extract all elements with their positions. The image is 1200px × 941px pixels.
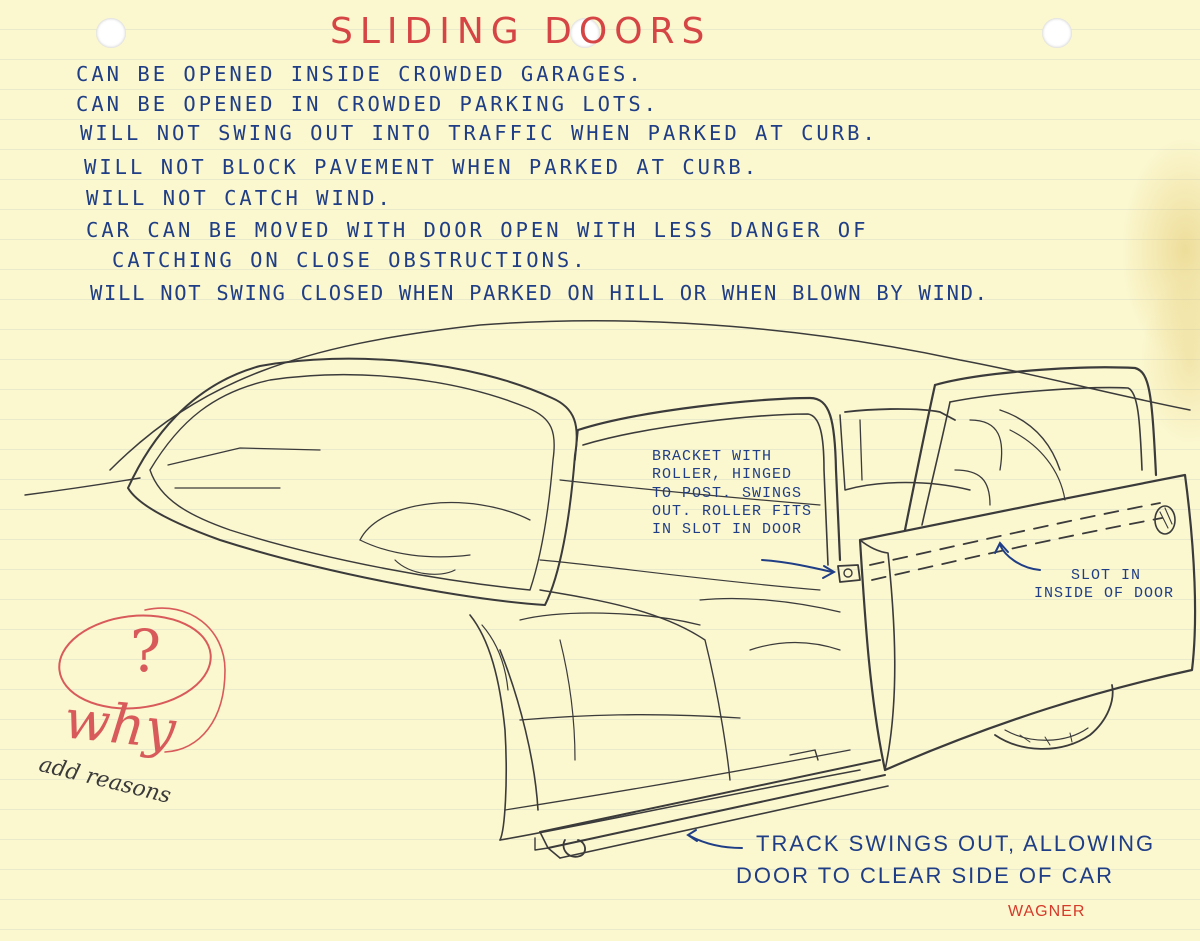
why-note: why — [61, 687, 179, 762]
annotation-line: ROLLER, HINGED — [652, 466, 793, 484]
annotation-line: TO POST. SWINGS — [652, 484, 803, 502]
advantage-line: WILL NOT CATCH WIND. — [86, 186, 393, 210]
advantage-line: CATCHING ON CLOSE OBSTRUCTIONS. — [112, 248, 588, 272]
annotation-line: DOOR TO CLEAR SIDE OF CAR — [736, 862, 1115, 888]
advantage-line: WILL NOT SWING OUT INTO TRAFFIC WHEN PAR… — [80, 121, 878, 145]
bracket-annotation: BRACKET WITH ROLLER, HINGED TO POST. SWI… — [652, 448, 812, 539]
annotation-line: OUT. ROLLER FITS — [652, 502, 813, 520]
advantage-line: CAR CAN BE MOVED WITH DOOR OPEN WITH LES… — [86, 218, 869, 242]
page-title: SLIDING DOORS — [330, 11, 712, 52]
binder-hole — [570, 18, 600, 48]
advantage-line: CAN BE OPENED INSIDE CROWDED GARAGES. — [76, 62, 644, 86]
annotation-line: INSIDE OF DOOR — [1034, 585, 1175, 603]
binder-hole — [1042, 18, 1072, 48]
annotation-line: BRACKET WITH — [652, 448, 773, 465]
slot-annotation: SLOT IN INSIDE OF DOOR — [1034, 567, 1174, 604]
advantage-line: WILL NOT BLOCK PAVEMENT WHEN PARKED AT C… — [84, 155, 760, 179]
advantage-line: CAN BE OPENED IN CROWDED PARKING LOTS. — [76, 92, 659, 116]
advantage-line: WILL NOT SWING CLOSED WHEN PARKED ON HIL… — [90, 281, 989, 305]
signature: WAGNER — [1008, 903, 1086, 920]
annotation-line: SLOT IN — [1071, 567, 1142, 584]
track-annotation: TRACK SWINGS OUT, ALLOWING DOOR TO CLEAR… — [736, 828, 1156, 892]
binder-hole — [96, 18, 126, 48]
annotation-line: TRACK SWINGS OUT, ALLOWING — [756, 831, 1156, 856]
annotation-line: IN SLOT IN DOOR — [652, 521, 803, 539]
question-mark: ? — [130, 617, 162, 685]
